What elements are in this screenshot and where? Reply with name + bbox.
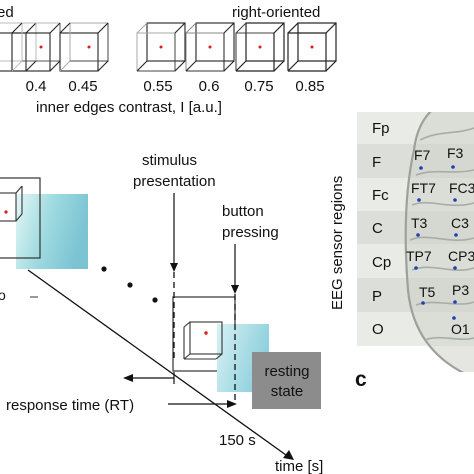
monitor-outline [0, 177, 41, 259]
contrast-value: 0.6 [199, 78, 220, 95]
right-orientation-label: right-oriented [232, 4, 320, 21]
cube-stimulus [235, 22, 285, 72]
region-label: C [372, 220, 383, 237]
sensor-label: FT7 [411, 180, 436, 196]
ellipsis-dot [101, 266, 107, 272]
response-time-label: response time (RT) [6, 397, 134, 414]
panel-a: ed right-oriented [0, 4, 337, 116]
fixation-dot [87, 45, 91, 49]
sensor-dot [451, 165, 455, 169]
fixation-dot [208, 45, 212, 49]
region-label: P [372, 288, 382, 305]
sensor-label: T3 [411, 215, 428, 231]
fixation-dot [159, 45, 163, 49]
sensor-label: F3 [447, 145, 464, 161]
sensor-label: F7 [414, 147, 431, 163]
region-label: F [372, 154, 381, 171]
stimulus-screen [16, 194, 88, 269]
cube-stimulus [0, 185, 23, 222]
panel-letter-c: c [355, 368, 367, 391]
fixation-dot [204, 331, 208, 335]
cube-stimulus [136, 22, 186, 72]
time-axis [27, 269, 287, 456]
partial-mark: o [0, 287, 6, 303]
sensor-dot [414, 266, 418, 270]
resting-state-label: state [271, 383, 304, 400]
contrast-value: 0.4 [26, 78, 47, 95]
eeg-axis-label: EEG sensor regions [329, 176, 346, 310]
brain-outline [404, 112, 474, 372]
ellipsis-dot [127, 282, 133, 288]
sensor-label: C3 [451, 215, 469, 231]
fixation-dot [310, 45, 314, 49]
stimulus-presentation-label: stimulus [142, 152, 197, 169]
contrast-value: 0.85 [295, 78, 324, 95]
fixation-dot [4, 210, 8, 214]
cube-stimulus [183, 321, 223, 360]
contrast-value: 0.75 [244, 78, 273, 95]
contrast-value: 0.45 [68, 78, 97, 95]
left-orientation-label: ed [0, 4, 14, 21]
button-pressing-label: pressing [222, 224, 279, 241]
sensor-label: CP3 [448, 248, 474, 264]
cube-stimulus [59, 22, 109, 72]
sensor-label: P3 [452, 282, 469, 298]
fixation-dot [258, 45, 262, 49]
contrast-value: 0.55 [143, 78, 172, 95]
sensor-label: O1 [451, 321, 470, 337]
sensor-dot [419, 166, 423, 170]
duration-label: 150 s [219, 432, 256, 449]
region-label: Fp [372, 120, 390, 137]
stimulus-presentation-label: presentation [133, 173, 216, 190]
cube-stimulus [185, 22, 235, 72]
button-pressing-label: button [222, 203, 264, 220]
sensor-label: T5 [419, 284, 436, 300]
time-axis-label: time [s] [275, 458, 323, 474]
sensor-layer: F7 F3 FT7 FC3 T3 C3 TP7 CP3 T5 P3 O1 [406, 145, 474, 337]
panel-c: EEG sensor regions Fp F Fc C Cp P [329, 112, 474, 391]
fixation-dot [39, 45, 43, 49]
sensor-dot [454, 233, 458, 237]
sensor-dot [452, 316, 456, 320]
contrast-axis-label: inner edges contrast, I [a.u.] [36, 99, 222, 116]
sensor-dot [417, 198, 421, 202]
resting-state-label: resting [264, 363, 309, 380]
sensor-label: FC3 [449, 180, 474, 196]
region-label: Cp [372, 254, 391, 271]
resting-state-box [252, 352, 321, 409]
cube-stimulus [287, 22, 337, 72]
sensor-label: TP7 [406, 248, 432, 264]
sensor-dot [453, 266, 457, 270]
region-label: O [372, 321, 384, 338]
region-label: Fc [372, 187, 389, 204]
panel-b: o stimulus presentation button pressing [0, 152, 323, 474]
sensor-dot [453, 300, 457, 304]
sensor-dot [453, 198, 457, 202]
time-axis-arrowhead [283, 450, 294, 460]
sensor-dot [416, 233, 420, 237]
cube-stimulus [0, 22, 37, 72]
ellipsis-dot [152, 297, 158, 303]
sensor-dot [421, 301, 425, 305]
